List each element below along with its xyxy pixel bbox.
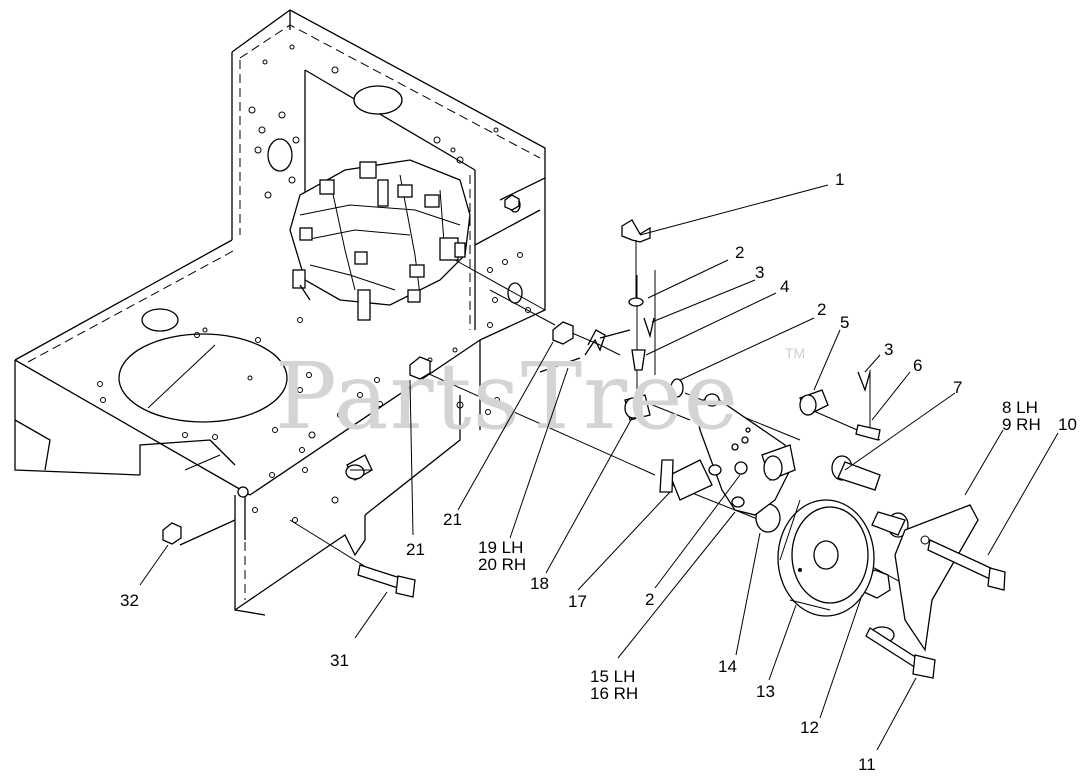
callout-15-lh: 15 LH (590, 667, 635, 686)
callout-20-rh: 20 RH (478, 555, 526, 574)
callout-12: 12 (800, 718, 819, 737)
callout-7: 7 (953, 378, 962, 397)
leader-lines (139, 184, 1059, 751)
callout-21: 21 (443, 510, 462, 529)
callout-32: 32 (120, 591, 139, 610)
callout-3: 3 (884, 340, 893, 359)
callout-21: 21 (406, 540, 425, 559)
callout-2: 2 (735, 243, 744, 262)
callout-3: 3 (755, 263, 764, 282)
callout-1: 1 (835, 170, 844, 189)
callout-31: 31 (330, 651, 349, 670)
callout-6: 6 (913, 356, 922, 375)
callout-19-lh: 19 LH (478, 538, 523, 557)
gearbox (289, 159, 546, 321)
callout-14: 14 (718, 657, 737, 676)
watermark-text: PartsTree (275, 343, 739, 450)
callout-17: 17 (568, 592, 587, 611)
callout-8-lh: 8 LH (1002, 398, 1038, 417)
callout-18: 18 (530, 574, 549, 593)
callout-2: 2 (645, 590, 654, 609)
frame-housing (14, 9, 546, 616)
watermark: PartsTree TM (275, 343, 805, 450)
callout-16-rh: 16 RH (590, 684, 638, 703)
callout-labels: 1 2 3 4 2 5 3 6 7 8 LH 9 RH 10 11 12 13 … (120, 170, 1077, 774)
callout-9-rh: 9 RH (1002, 415, 1041, 434)
callout-11: 11 (858, 755, 876, 774)
parts (162, 194, 1006, 679)
callout-5: 5 (840, 313, 849, 332)
watermark-trademark: TM (785, 345, 805, 361)
callout-2: 2 (817, 300, 826, 319)
callout-4: 4 (780, 277, 789, 296)
callout-13: 13 (756, 682, 775, 701)
callout-10: 10 (1058, 415, 1077, 434)
